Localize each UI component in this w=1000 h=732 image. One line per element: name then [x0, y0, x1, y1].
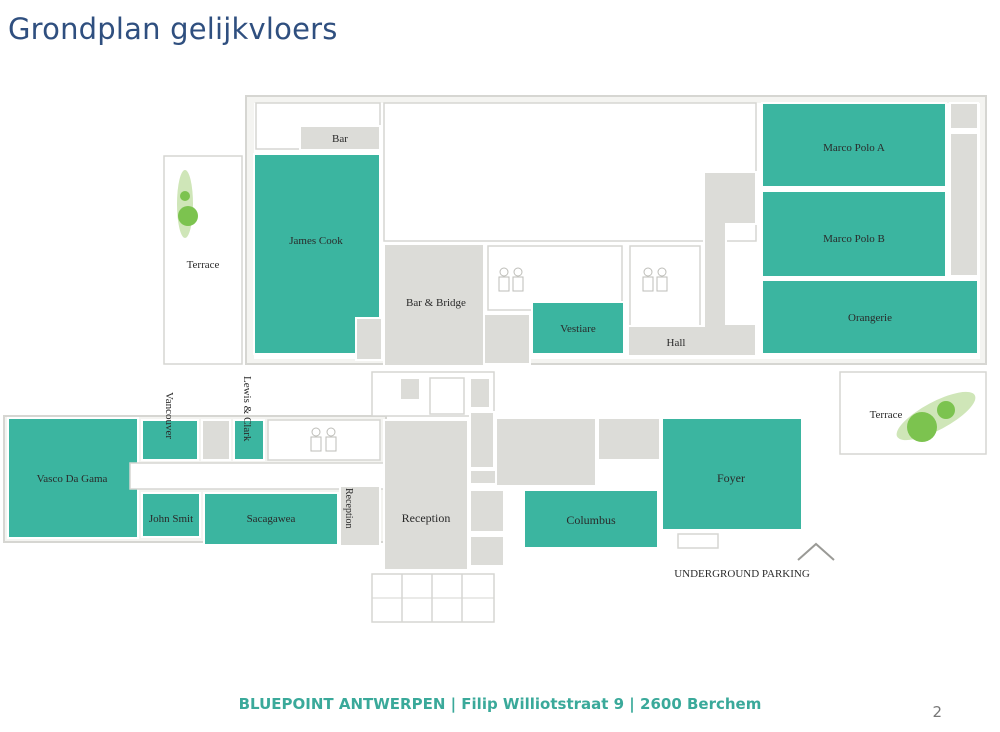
tree-icon — [178, 206, 198, 226]
room-bar[interactable] — [299, 125, 381, 151]
room-label-reception: Reception — [402, 511, 451, 525]
label-underground-parking: UNDERGROUND PARKING — [674, 568, 810, 580]
tree-icon — [180, 191, 190, 201]
page-number: 2 — [932, 703, 942, 721]
restroom-area — [487, 245, 623, 311]
room-label-lewis-clark: Lewis & Clark — [241, 376, 253, 442]
room-label-sacagawea: Sacagawea — [247, 513, 296, 525]
room-foyer[interactable] — [661, 417, 803, 531]
room-reception-small[interactable] — [339, 485, 381, 547]
room-vancouver[interactable] — [141, 419, 199, 461]
room-lewis-clark[interactable] — [233, 419, 265, 461]
terrace-left-area — [163, 155, 243, 365]
tree-icon — [907, 412, 937, 442]
room-label-hall: Hall — [667, 337, 686, 349]
tree-icon — [937, 401, 955, 419]
page-title: Grondplan gelijkvloers — [8, 12, 338, 46]
room-label-marco-polo-b: Marco Polo B — [823, 233, 885, 245]
footer-address: BLUEPOINT ANTWERPEN | Filip Williotstraa… — [238, 695, 762, 713]
room-label-columbus: Columbus — [566, 513, 616, 527]
room-john-smit[interactable] — [141, 492, 201, 538]
room-label-bar-bridge: Bar & Bridge — [406, 297, 466, 309]
room-label-marco-polo-a: Marco Polo A — [823, 142, 885, 154]
room-label-terrace-left: Terrace — [187, 259, 220, 271]
room-label-vancouver: Vancouver — [163, 392, 175, 439]
room-label-terrace-right: Terrace — [870, 409, 903, 421]
room-marco-polo-a[interactable] — [761, 102, 947, 188]
room-label-john-smit: John Smit — [149, 513, 193, 525]
room-label-vestiare: Vestiare — [560, 323, 596, 335]
room-hall[interactable] — [627, 171, 757, 357]
room-label-bar: Bar — [332, 133, 348, 145]
room-marco-polo-b[interactable] — [761, 190, 947, 278]
parking-ramp-icon — [797, 542, 835, 561]
room-reception[interactable] — [383, 419, 469, 571]
room-label-reception-small: Reception — [343, 488, 354, 529]
room-bar-bridge[interactable] — [383, 243, 485, 367]
room-orangerie[interactable] — [761, 279, 979, 355]
tree-icon — [177, 170, 193, 238]
room-vestiare[interactable] — [531, 301, 625, 355]
room-columbus[interactable] — [523, 489, 659, 549]
room-vasco-da-gama[interactable] — [7, 417, 139, 539]
room-sacagawea[interactable] — [203, 492, 339, 546]
room-label-foyer: Foyer — [717, 471, 745, 485]
room-label-vasco-da-gama: Vasco Da Gama — [37, 473, 108, 485]
room-label-orangerie: Orangerie — [848, 312, 892, 324]
room-label-james-cook: James Cook — [289, 235, 343, 247]
